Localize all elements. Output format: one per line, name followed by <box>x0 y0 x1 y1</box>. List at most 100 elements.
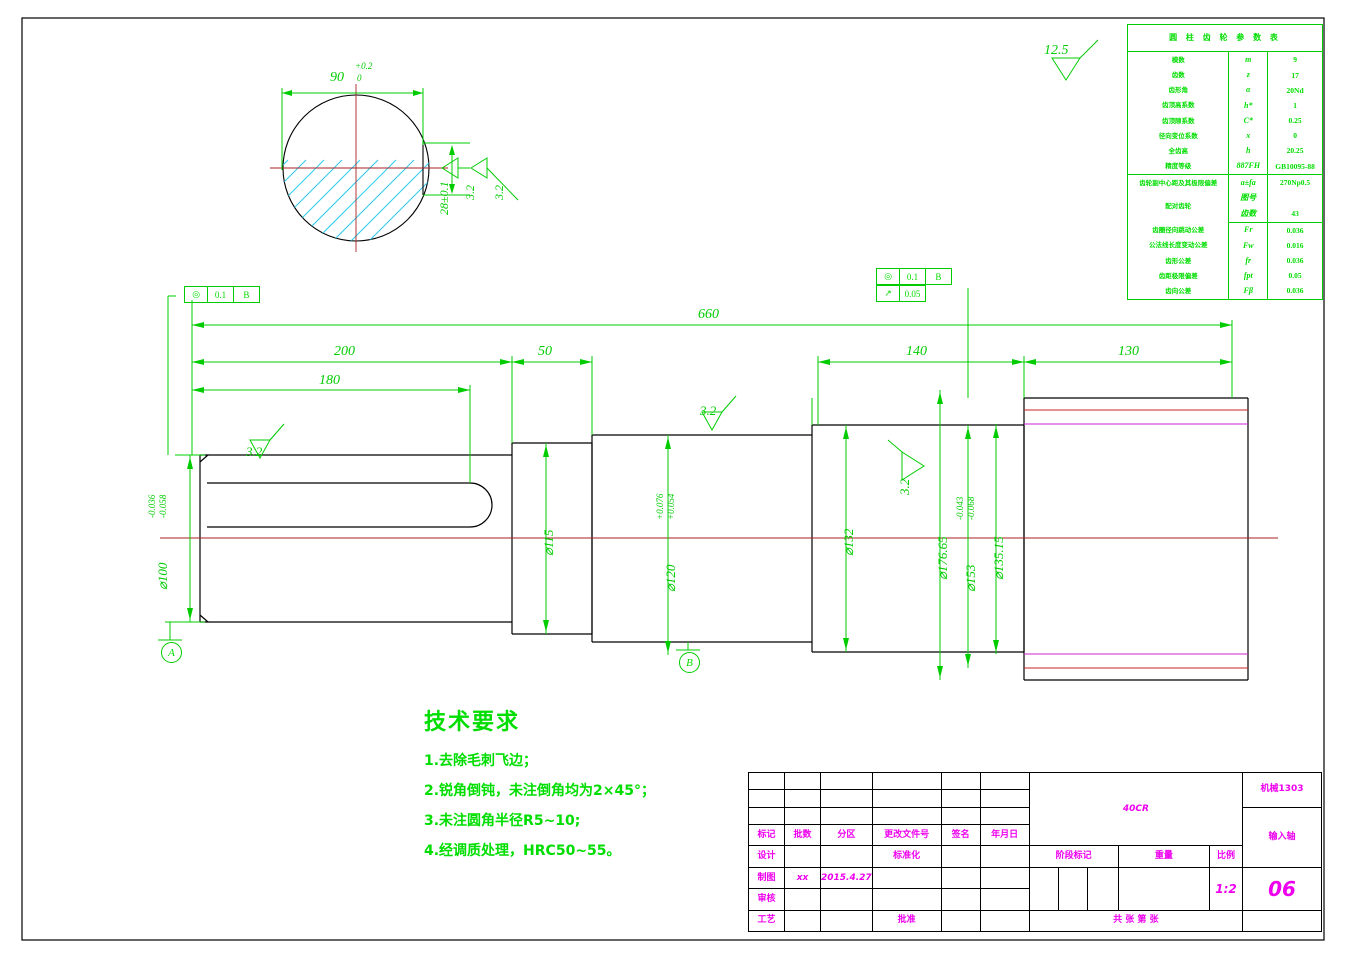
stage-cell[interactable] <box>1028 866 1059 911</box>
role-name[interactable] <box>784 888 821 911</box>
change-cell[interactable] <box>784 789 821 808</box>
linear-dim-660: 660 <box>698 307 719 322</box>
stage-cell[interactable] <box>1086 866 1119 911</box>
signature-cell[interactable] <box>940 845 981 868</box>
signature-cell[interactable] <box>940 888 981 911</box>
gear-row-symbol: h* <box>1228 98 1269 114</box>
change-cell[interactable] <box>979 771 1030 791</box>
gear-row-value: 0.05 <box>1288 271 1302 281</box>
diameter-dim-100: ⌀100 <box>155 562 170 590</box>
diameter-dim-100-tol-upper: -0.036 <box>147 494 157 518</box>
date-cell[interactable] <box>979 888 1030 911</box>
gear-row-label: 齿顶高系数 <box>1128 98 1230 114</box>
change-cell[interactable] <box>748 806 785 826</box>
project-code-cell: 机械1303 <box>1242 772 1322 808</box>
shaft-roughness-mid: 3.2 <box>700 403 717 418</box>
gear-row-symbol: C* <box>1228 113 1269 129</box>
gear-row-label: 公法线长度变动公差 <box>1128 238 1230 254</box>
gear-row-label: 全齿高 <box>1128 143 1230 159</box>
role-name[interactable]: xx <box>784 866 821 890</box>
tech-requirement-item: 3.未注圆角半径R5~10; <box>424 813 581 829</box>
gear-row-value <box>1268 191 1322 206</box>
gear-row-label: 径向变位系数 <box>1128 128 1230 144</box>
date-cell[interactable] <box>979 909 1030 933</box>
change-header: 更改文件号 <box>871 824 942 847</box>
role-date[interactable] <box>820 888 873 911</box>
role-extra[interactable] <box>871 888 942 911</box>
gear-row-label: 齿顶隙系数 <box>1128 113 1230 129</box>
gear-row-symbol: h <box>1228 143 1269 159</box>
signature-cell[interactable] <box>940 866 981 890</box>
stage-cell[interactable] <box>1057 866 1088 911</box>
stage-label: 阶段标记 <box>1028 845 1119 868</box>
gear-row-symbol: a±fa <box>1228 174 1269 192</box>
gear-row-value: 0 <box>1293 131 1297 141</box>
role-label: 工艺 <box>748 909 785 933</box>
gear-row-label: 齿圈径向跳动公差 <box>1128 222 1230 239</box>
section-width-tol-upper: +0.2 <box>355 61 373 71</box>
shaft-roughness-right: 3.2 <box>897 478 912 495</box>
change-cell[interactable] <box>820 771 873 791</box>
change-cell[interactable] <box>820 789 873 808</box>
footer-blank <box>1242 909 1322 933</box>
gear-row-value: 17 <box>1291 70 1299 80</box>
diameter-dim-153-tol-lower: -0.068 <box>966 496 976 520</box>
gear-row-label: 配对齿轮 <box>1128 191 1230 223</box>
change-header: 批数 <box>784 824 821 847</box>
gear-row-value: 0.016 <box>1286 240 1304 250</box>
change-header: 分区 <box>820 824 873 847</box>
change-cell[interactable] <box>940 789 981 808</box>
change-cell[interactable] <box>871 806 942 826</box>
change-cell[interactable] <box>979 806 1030 826</box>
gear-row-symbol: fpt <box>1228 268 1269 284</box>
gear-row-label: 齿形角 <box>1128 83 1230 99</box>
gear-row-value: 0.036 <box>1286 225 1304 235</box>
role-extra: 标准化 <box>871 845 942 868</box>
gear-row-symbol: α <box>1228 83 1269 99</box>
role-date[interactable] <box>820 909 873 933</box>
drawing-number-cell: 06 <box>1242 866 1322 911</box>
change-cell[interactable] <box>940 771 981 791</box>
gear-row-label: 齿距极限偏差 <box>1128 268 1230 284</box>
change-cell[interactable] <box>979 789 1030 808</box>
concentricity-icon: ◎ <box>877 269 901 284</box>
change-cell[interactable] <box>748 771 785 791</box>
change-header: 签名 <box>940 824 981 847</box>
role-name[interactable] <box>784 909 821 933</box>
role-name[interactable] <box>784 845 821 868</box>
diameter-dim-120-tol-upper: +0.076 <box>655 493 665 520</box>
change-cell[interactable] <box>748 789 785 808</box>
gear-table-title: 圆 柱 齿 轮 参 数 表 <box>1128 25 1322 53</box>
weight-cell[interactable] <box>1117 866 1211 911</box>
section-roughness-b: 3.2 <box>492 185 506 200</box>
linear-dim-50: 50 <box>538 344 552 359</box>
gear-row-value: 270Np0.5 <box>1279 178 1311 188</box>
gear-row-value: 43 <box>1267 206 1322 223</box>
change-cell[interactable] <box>784 771 821 791</box>
part-name-cell: 输入轴 <box>1242 806 1322 868</box>
change-cell[interactable] <box>940 806 981 826</box>
shaft-roughness-left: 3.2 <box>246 444 263 459</box>
change-cell[interactable] <box>871 771 942 791</box>
gear-row-symbol: 图号 <box>1228 191 1269 207</box>
signature-cell[interactable] <box>940 909 981 933</box>
date-cell[interactable] <box>979 845 1030 868</box>
diameter-dim-120-tol-lower: +0.054 <box>666 493 676 520</box>
section-width-dim: 90 <box>330 70 344 85</box>
change-cell[interactable] <box>820 806 873 826</box>
datum-marker-b: B <box>679 652 700 673</box>
gear-row-value: GB10095-88 <box>1267 158 1322 176</box>
gear-row-symbol: Fr <box>1228 222 1269 239</box>
section-width-tol-lower: 0 <box>357 73 362 83</box>
linear-dim-180: 180 <box>319 373 340 388</box>
role-date[interactable] <box>820 845 873 868</box>
gdt-datum: B <box>935 271 942 282</box>
gear-row-symbol: 齿数 <box>1228 206 1269 223</box>
role-date[interactable]: 2015.4.27 <box>820 866 873 890</box>
date-cell[interactable] <box>979 866 1030 890</box>
change-cell[interactable] <box>784 806 821 826</box>
role-extra <box>871 866 942 890</box>
change-cell[interactable] <box>871 789 942 808</box>
roughness-symbols <box>249 39 1099 481</box>
linear-dim-200: 200 <box>334 344 355 359</box>
